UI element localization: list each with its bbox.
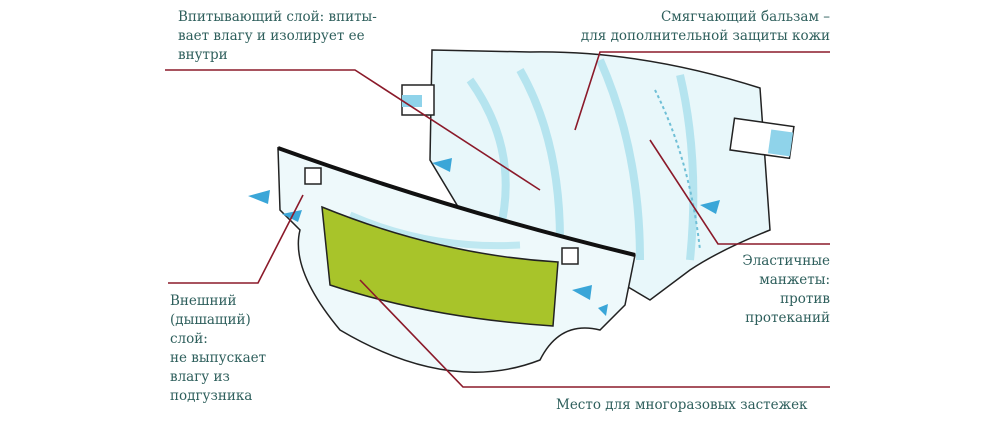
label-line: внутри: [178, 47, 228, 63]
arrow-icon: [248, 190, 270, 204]
label-line: Внешний: [170, 293, 237, 309]
leader-lines: [165, 51, 830, 388]
leader-outer: [168, 194, 304, 284]
breathability-arrows: [248, 158, 720, 316]
label-line: влагу из: [170, 369, 230, 385]
label-elastic-cuffs: Эластичные манжеты: против протеканий: [742, 252, 830, 328]
diaper-inner-stripes: [466, 58, 698, 261]
label-absorbent-layer: Впитывающий слой: впиты-вает влагу и изо…: [178, 8, 377, 65]
label-line: не выпускает: [170, 350, 267, 366]
front-left-tab-window: [304, 167, 322, 185]
arrow-icon: [598, 304, 608, 316]
arrow-icon: [572, 285, 592, 300]
label-line: вает влагу и изолирует ее: [178, 28, 365, 44]
label-line: (дышащий): [170, 312, 251, 328]
label-line: манжеты:: [759, 272, 830, 288]
label-line: протеканий: [745, 310, 830, 326]
diaper-waistband: [277, 146, 636, 257]
label-fasteners: Место для многоразовых застежек: [556, 397, 808, 413]
front-right-tab-window: [561, 247, 579, 265]
leader-balm: [574, 51, 830, 131]
label-line: подгузника: [170, 388, 253, 404]
fastener-strip: [321, 205, 559, 327]
label-line: против: [780, 291, 830, 307]
label-line: Эластичные: [742, 253, 830, 269]
right-tab-stripe: [767, 129, 794, 157]
arrow-icon: [432, 158, 452, 172]
label-line: для дополнительной защиты кожи: [580, 28, 830, 44]
leader-cuffs: [649, 139, 830, 245]
label-line: Смягчающий бальзам –: [660, 9, 830, 25]
label-line: Впитывающий слой: впиты-: [178, 9, 377, 25]
left-tab-stripe: [402, 95, 422, 107]
leader-fasteners: [359, 279, 830, 388]
arrow-icon: [700, 200, 720, 214]
label-balm: Смягчающий бальзам – для дополнительной з…: [581, 8, 830, 46]
label-line: слой:: [170, 331, 208, 347]
label-outer-layer: Внешний (дышащий) слой: не выпускает влагу и…: [170, 292, 266, 406]
leader-absorbent: [165, 69, 541, 191]
elastic-cuff: [654, 89, 701, 251]
